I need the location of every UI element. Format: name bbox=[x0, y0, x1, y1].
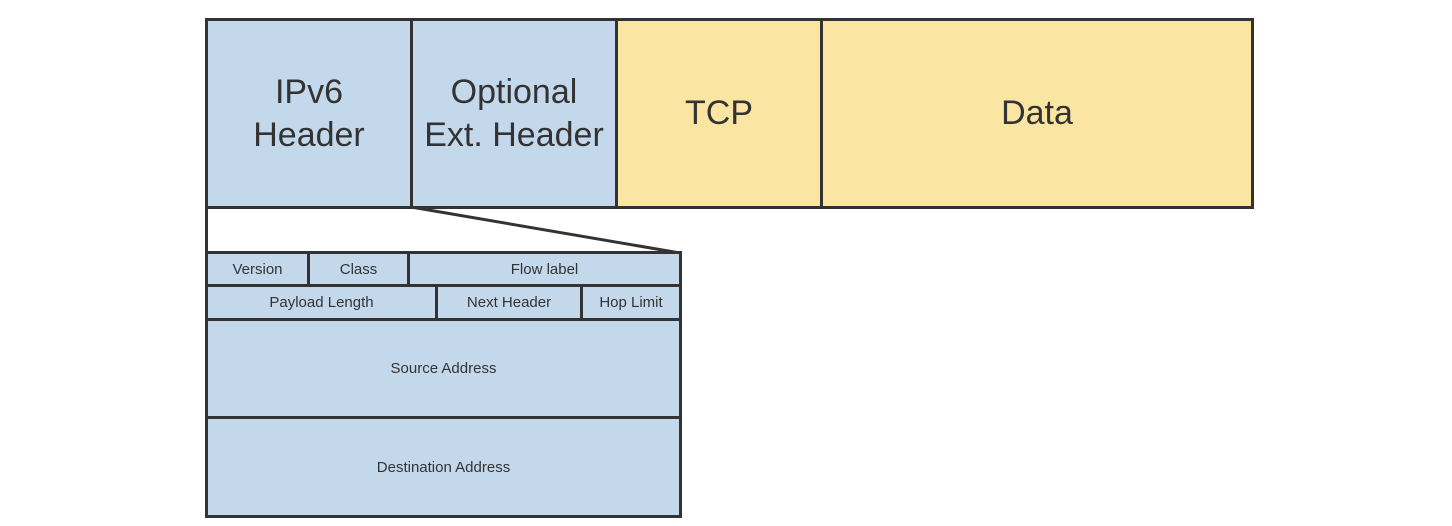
field-class: Class bbox=[307, 251, 410, 287]
tcp-block: TCP bbox=[615, 18, 823, 209]
field-payload-length: Payload Length bbox=[205, 284, 438, 321]
data-block: Data bbox=[820, 18, 1254, 209]
connector-diagonal-line bbox=[410, 205, 681, 255]
field-hop-limit: Hop Limit bbox=[580, 284, 682, 321]
field-version: Version bbox=[205, 251, 310, 287]
field-destination-address: Destination Address bbox=[205, 416, 682, 518]
ipv6-header-block: IPv6 Header bbox=[205, 18, 413, 209]
field-flow-label: Flow label bbox=[407, 251, 682, 287]
field-source-address: Source Address bbox=[205, 318, 682, 419]
field-next-header: Next Header bbox=[435, 284, 583, 321]
